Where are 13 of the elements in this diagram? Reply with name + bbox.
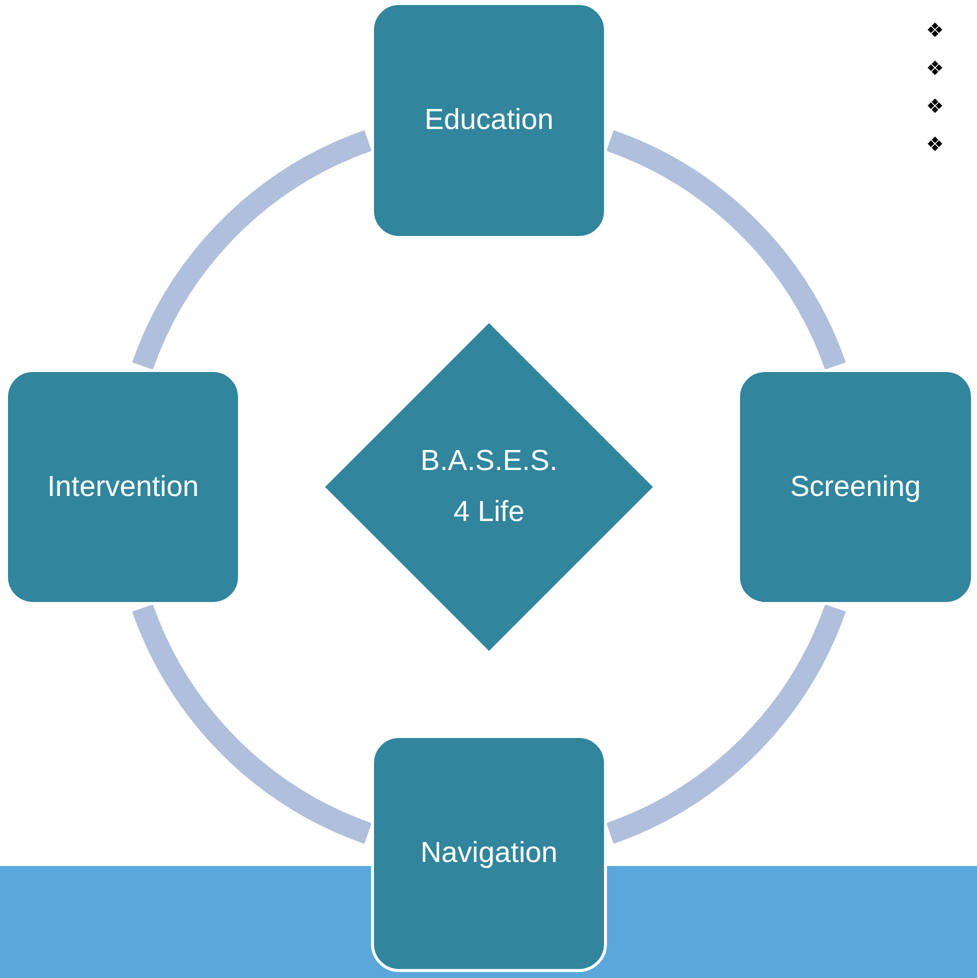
stage-label: B.A.S.E.S. 4 Life [420, 444, 558, 530]
stage-label: Screening [790, 470, 921, 504]
stage-label: Intervention [47, 470, 199, 504]
bullet-symbol: ❖ [926, 133, 944, 158]
bullet-symbol: ❖ [926, 95, 944, 120]
ring-arc [606, 130, 846, 370]
ring-arc [132, 130, 372, 370]
ring-arc [606, 604, 846, 844]
stage-label: Navigation [420, 836, 558, 871]
bullet-symbol: ❖ [926, 57, 944, 82]
bullet-symbol: ❖ [926, 19, 944, 44]
ring-arc [132, 604, 372, 844]
stage-label: Education [424, 103, 554, 138]
